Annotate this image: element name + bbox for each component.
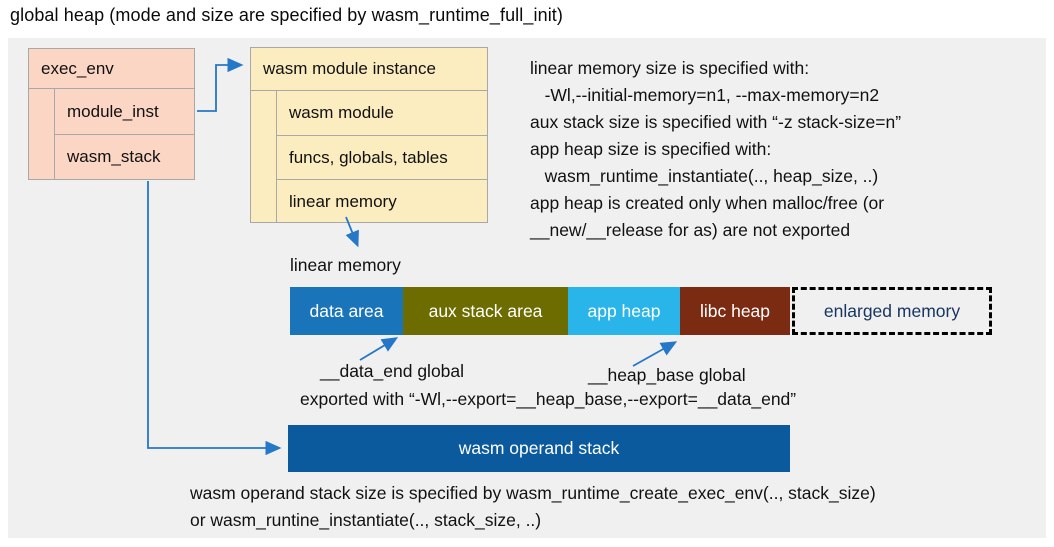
exec-env-rows: module_inst wasm_stack xyxy=(29,89,194,179)
wasm-operand-stack-bar: wasm operand stack xyxy=(288,425,790,472)
exec-env-row-wasm-stack: wasm_stack xyxy=(54,134,194,179)
note-line: wasm operand stack size is specified by … xyxy=(190,483,876,503)
segment-app-heap: app heap xyxy=(568,287,680,335)
wasm-module-instance-box: wasm module instance wasm module funcs, … xyxy=(250,47,488,223)
row-wasm-module: wasm module xyxy=(276,91,487,135)
note-line: __new/__release for as) are not exported xyxy=(530,220,851,240)
segment-enlarged-memory: enlarged memory xyxy=(792,287,992,335)
segment-aux-stack-area: aux stack area xyxy=(403,287,568,335)
exec-env-box: exec_env module_inst wasm_stack xyxy=(28,48,195,180)
row-linear-memory: linear memory xyxy=(276,179,487,223)
data-end-global-label: __data_end global xyxy=(320,361,465,381)
segment-libc-heap: libc heap xyxy=(680,287,790,335)
note-line: linear memory size is specified with: xyxy=(530,58,810,78)
export-flags-label: exported with “-Wl,--export=__heap_base,… xyxy=(300,389,797,409)
note-line: wasm_runtime_instantiate(.., heap_size, … xyxy=(530,166,879,186)
diagram-title: global heap (mode and size are specified… xyxy=(10,5,563,25)
wasm-module-instance-rows: wasm module funcs, globals, tables linea… xyxy=(251,91,487,223)
note-line: or wasm_runtine_instantiate(.., stack_si… xyxy=(190,510,542,530)
exec-env-row-module-inst: module_inst xyxy=(54,89,194,134)
note-line: aux stack size is specified with “-z sta… xyxy=(530,112,902,132)
linear-memory-label: linear memory xyxy=(290,255,401,275)
note-line: app heap is created only when malloc/fre… xyxy=(530,193,885,213)
wasm-module-instance-header: wasm module instance xyxy=(251,48,487,91)
note-line: app heap size is specified with: xyxy=(530,139,772,159)
operand-stack-notes: wasm operand stack size is specified by … xyxy=(190,480,876,534)
exec-env-header: exec_env xyxy=(29,49,194,89)
heap-base-global-label: __heap_base global xyxy=(588,365,746,385)
row-funcs-globals-tables: funcs, globals, tables xyxy=(276,135,487,179)
note-line: -Wl,--initial-memory=n1, --max-memory=n2 xyxy=(530,85,880,105)
size-notes-block: linear memory size is specified with: -W… xyxy=(530,55,901,244)
segment-data-area: data area xyxy=(290,287,403,335)
